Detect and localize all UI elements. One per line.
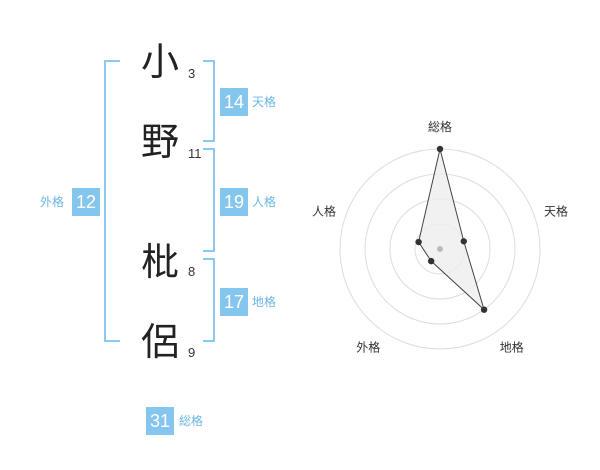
- radar-point-5: [415, 238, 422, 246]
- jinkaku-value: 19: [220, 188, 248, 216]
- name-char-3: 枇: [140, 240, 179, 284]
- radar-axis-label-1: 総格: [428, 119, 452, 134]
- stroke-count-1: 3: [188, 66, 196, 81]
- jinkaku-label: 人格: [252, 195, 277, 209]
- radar-point-2: [460, 238, 467, 245]
- radar-point-3: [480, 306, 488, 313]
- stroke-count-4: 9: [188, 345, 196, 360]
- name-char-1: 小: [140, 40, 179, 84]
- radar-point-4: [427, 257, 435, 265]
- tenkaku-value: 14: [220, 88, 248, 116]
- gaikaku-bracket: [104, 60, 120, 342]
- name-char-4: 侶: [140, 320, 179, 364]
- radar-axis-label-5: 人格: [312, 203, 336, 218]
- name-char-2: 野: [140, 120, 179, 164]
- radar-center-dot: [437, 246, 443, 252]
- tenkaku-bracket: [203, 60, 215, 142]
- radar-point-1: [436, 145, 444, 153]
- chikaku-value: 17: [220, 288, 248, 316]
- radar-axis-label-3: 地格: [500, 340, 524, 355]
- chikaku-bracket: [203, 258, 215, 342]
- radar-axis-label-4: 外格: [356, 340, 380, 355]
- soukaku-label: 総格: [179, 414, 204, 428]
- radar-series-polygon: [418, 148, 486, 312]
- stroke-count-3: 8: [188, 264, 196, 279]
- stroke-count-2: 11: [188, 146, 202, 161]
- gaikaku-label: 外格: [40, 195, 65, 209]
- chikaku-label: 地格: [252, 295, 277, 309]
- soukaku-value: 31: [146, 407, 174, 435]
- gaikaku-value: 12: [72, 188, 100, 216]
- radar-axis-label-2: 天格: [544, 203, 568, 218]
- tenkaku-label: 天格: [252, 95, 277, 109]
- jinkaku-bracket: [203, 148, 215, 252]
